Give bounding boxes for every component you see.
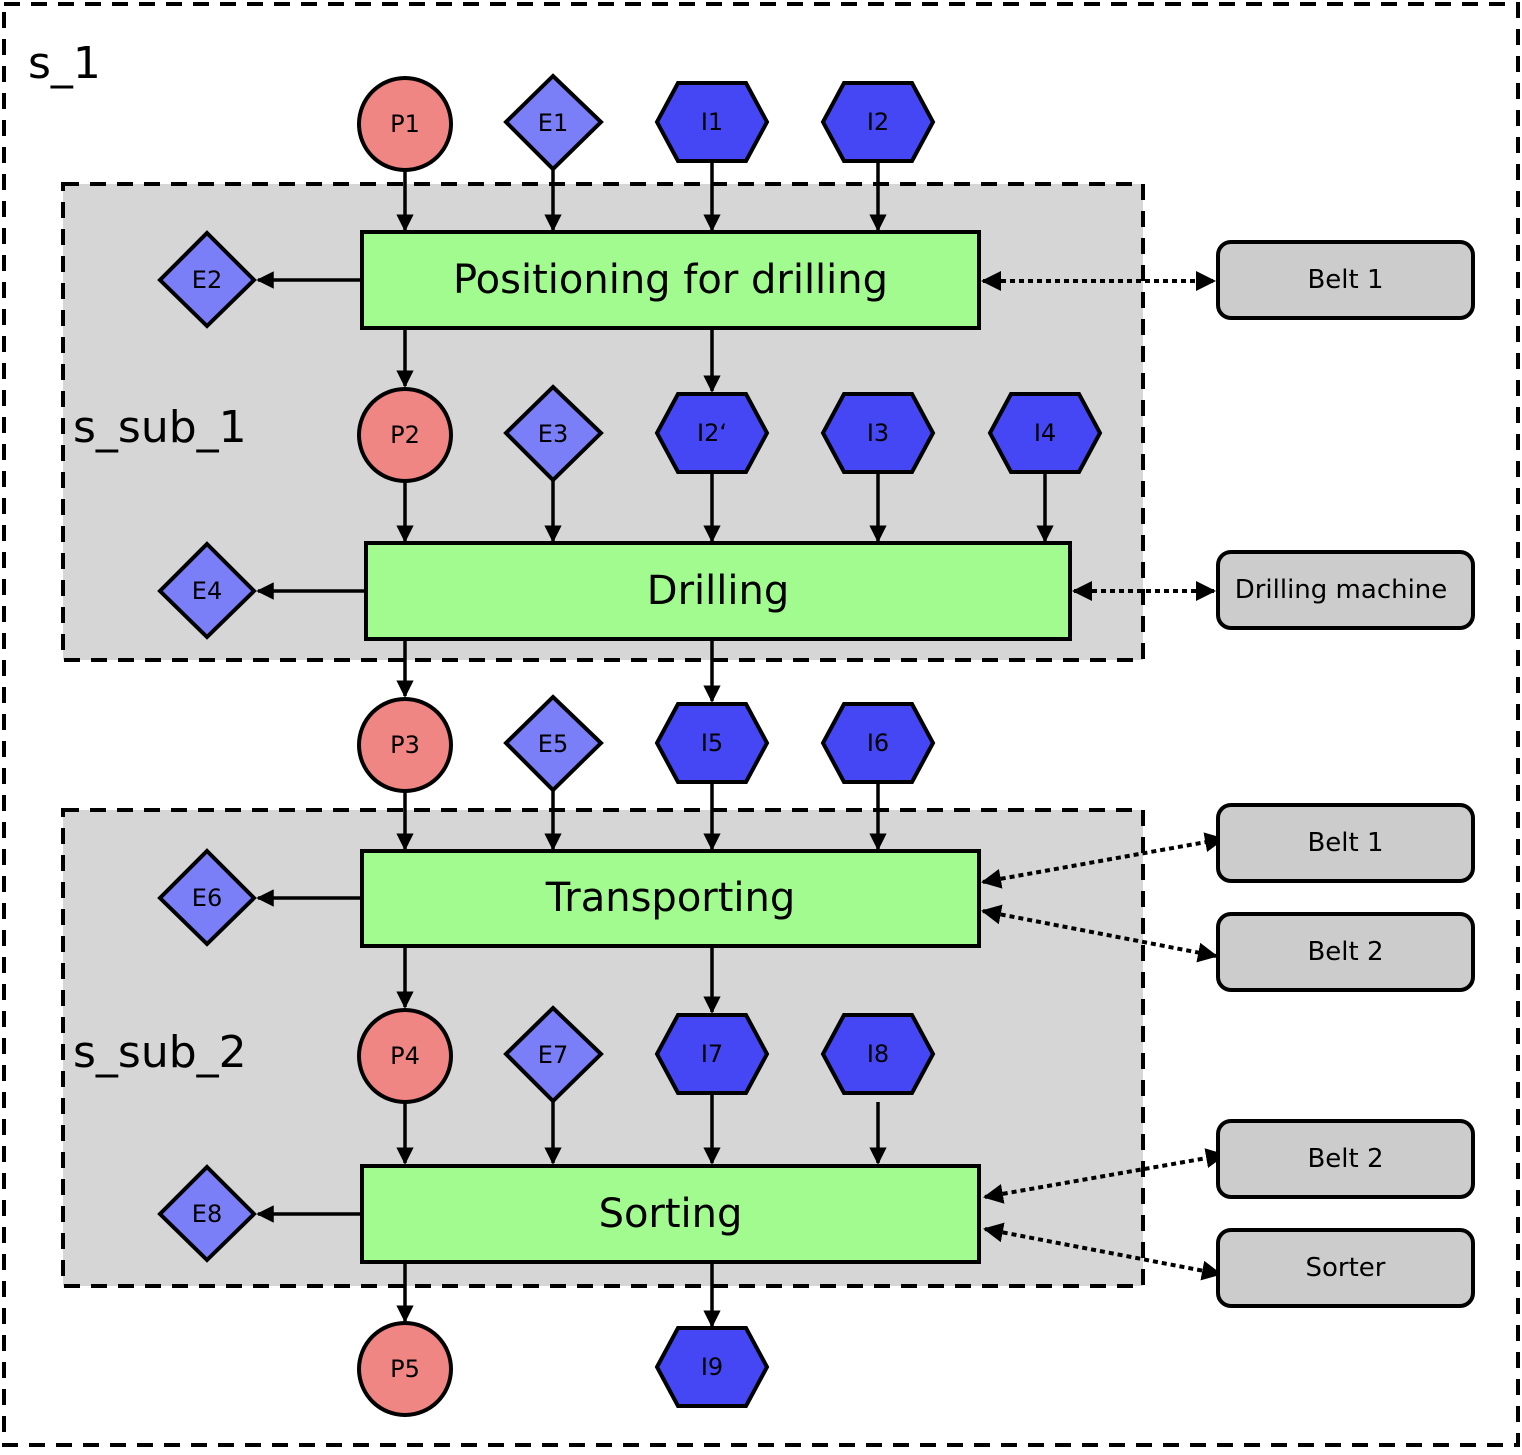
svg-text:Belt 1: Belt 1 [1307,265,1383,295]
resource-belt-1-positioning: Belt 1 [1216,240,1475,320]
svg-text:E4: E4 [192,577,222,605]
svg-text:I9: I9 [701,1353,723,1381]
information-i6: I6 [820,702,936,784]
resource-belt-2-transporting: Belt 2 [1216,912,1475,992]
information-i4: I4 [987,392,1103,474]
svg-text:E8: E8 [192,1200,222,1228]
process-transporting-box [360,849,981,948]
energy-e3: E3 [503,384,604,483]
svg-text:I2‘: I2‘ [697,419,727,447]
process-positioning-label: Positioning for drilling [453,257,888,303]
svg-text:I5: I5 [701,729,723,757]
process-sorting-label: Sorting [599,1191,743,1237]
svg-text:Belt 2: Belt 2 [1307,1144,1383,1174]
information-i1: I1 [654,81,770,163]
energy-e8: E8 [157,1164,257,1263]
svg-text:Belt 2: Belt 2 [1307,937,1383,967]
information-i7: I7 [654,1013,770,1095]
svg-text:Drilling machine: Drilling machine [1235,575,1448,605]
system-label: s_1 [28,38,101,89]
product-p4: P4 [357,1008,453,1104]
energy-e1: E1 [503,73,604,172]
process-transporting-label: Transporting [545,875,796,921]
product-p2: P2 [357,387,453,483]
information-i9: I9 [654,1326,770,1408]
information-i8: I8 [820,1013,936,1095]
energy-e7: E7 [503,1005,604,1104]
svg-text:I8: I8 [867,1040,889,1068]
resource-links [981,271,1226,1281]
resource-sorter: Sorter [1216,1228,1475,1308]
information-i3: I3 [820,392,936,474]
svg-text:P5: P5 [390,1355,420,1383]
resource-belt-2-sorting: Belt 2 [1216,1119,1475,1199]
product-p3: P3 [357,697,453,793]
energy-e2: E2 [157,230,257,329]
subsystem-1-label: s_sub_1 [73,402,247,453]
svg-text:I3: I3 [867,419,889,447]
svg-text:E2: E2 [192,266,222,294]
svg-text:I1: I1 [701,108,723,136]
resource-drilling-machine: Drilling machine [1216,550,1475,630]
svg-text:E1: E1 [538,109,568,137]
flow-arrows [256,163,1054,1328]
product-p5: P5 [357,1321,453,1417]
svg-text:E5: E5 [538,730,568,758]
process-drilling-box [364,541,1072,641]
energy-e5: E5 [503,694,604,793]
subsystem-2-label: s_sub_2 [73,1027,247,1078]
svg-text:E3: E3 [538,420,568,448]
process-positioning-box [360,230,981,330]
product-p1: P1 [357,76,453,172]
svg-text:P2: P2 [390,421,420,449]
process-drilling-label: Drilling [647,568,789,614]
svg-text:P1: P1 [390,110,420,138]
svg-text:Belt 1: Belt 1 [1307,828,1383,858]
process-sorting-box [360,1164,981,1264]
svg-text:E6: E6 [192,884,222,912]
svg-text:Sorter: Sorter [1306,1253,1386,1283]
svg-text:I2: I2 [867,108,889,136]
svg-text:I7: I7 [701,1040,723,1068]
energy-e4: E4 [157,541,257,640]
svg-text:I6: I6 [867,729,889,757]
resource-belt-1-transporting: Belt 1 [1216,803,1475,883]
information-i2: I2 [820,81,936,163]
svg-text:P3: P3 [390,731,420,759]
svg-text:I4: I4 [1034,419,1056,447]
svg-text:E7: E7 [538,1041,568,1069]
energy-e6: E6 [157,848,257,947]
information-i2-prime: I2‘ [654,392,770,474]
svg-text:P4: P4 [390,1042,420,1070]
information-i5: I5 [654,702,770,784]
